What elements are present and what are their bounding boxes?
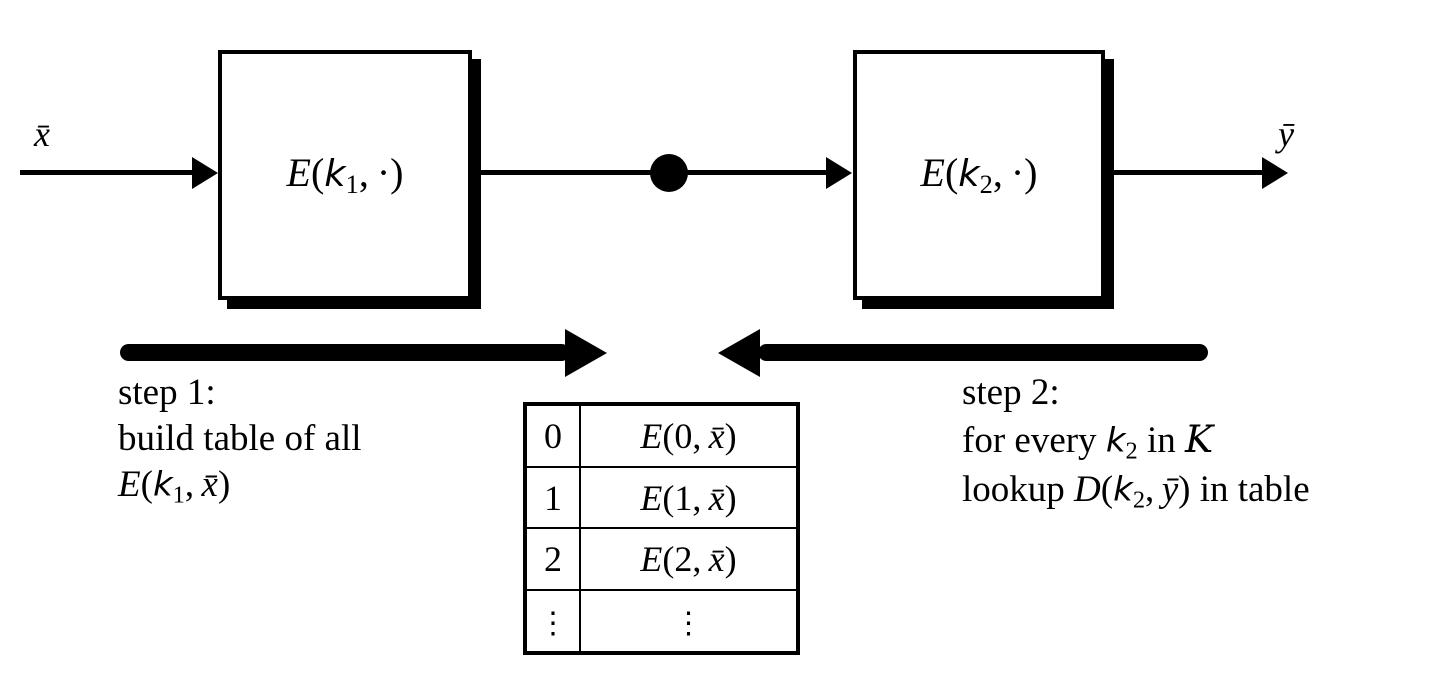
- encryption-block-2-label: E(k2, ·): [920, 149, 1038, 199]
- table-cell-key-ellipsis: ⋮: [527, 589, 581, 651]
- step-1-heading: step 1:: [118, 372, 216, 413]
- input-label-x-bar: x̄: [34, 114, 50, 154]
- precomputed-lookup-table[interactable]: 0 E(0, x̄) 1 E(1, x̄) 2 E(2, x̄) ⋮: [523, 402, 800, 655]
- output-label-y-bar: ȳ: [1278, 114, 1294, 154]
- table-cell-key: 1: [527, 465, 581, 530]
- table-row[interactable]: 0 E(0, x̄): [527, 406, 796, 468]
- step-1-caption: step 1: build table of all E(k1, x̄): [118, 370, 362, 510]
- input-wire: [20, 170, 200, 175]
- step-2-line-2: for every k2 in K: [962, 416, 1214, 465]
- step-1-arrowhead-icon: [565, 329, 607, 377]
- step-2-heading: step 2:: [962, 372, 1060, 413]
- table-cell-key: 0: [527, 406, 581, 468]
- step-2-arrowhead-icon: [718, 329, 760, 377]
- table-row[interactable]: 2 E(2, x̄): [527, 527, 796, 592]
- step-2-line-3: lookup D(k2, ȳ) in table: [962, 468, 1310, 513]
- encryption-block-1-label: E(k1, ·): [286, 149, 404, 199]
- table-cell-value-ellipsis: ⋮: [579, 589, 796, 651]
- table-cell-value: E(1, x̄): [579, 465, 796, 530]
- encryption-block-1[interactable]: E(k1, ·): [218, 50, 472, 300]
- table-row-ellipsis: ⋮ ⋮: [527, 589, 796, 651]
- output-arrowhead-icon: [1262, 157, 1288, 189]
- step-1-arrow-shaft: [120, 344, 570, 361]
- encryption-block-2[interactable]: E(k2, ·): [853, 50, 1105, 300]
- intermediate-arrowhead-icon: [826, 157, 852, 189]
- table-cell-key: 2: [527, 527, 581, 592]
- output-wire: [1105, 170, 1269, 175]
- intermediate-value-tap-dot-icon: [650, 154, 688, 192]
- table-cell-value: E(2, x̄): [579, 527, 796, 592]
- step-2-arrow-shaft: [758, 344, 1208, 361]
- step-1-line-2: build table of all: [118, 417, 362, 459]
- input-arrowhead-icon: [192, 157, 218, 189]
- step-2-caption: step 2: for every k2 in K lookup D(k2, y…: [962, 370, 1310, 515]
- table-cell-value: E(0, x̄): [579, 406, 796, 468]
- step-1-line-3: E(k1, x̄): [118, 463, 231, 509]
- table-row[interactable]: 1 E(1, x̄): [527, 465, 796, 530]
